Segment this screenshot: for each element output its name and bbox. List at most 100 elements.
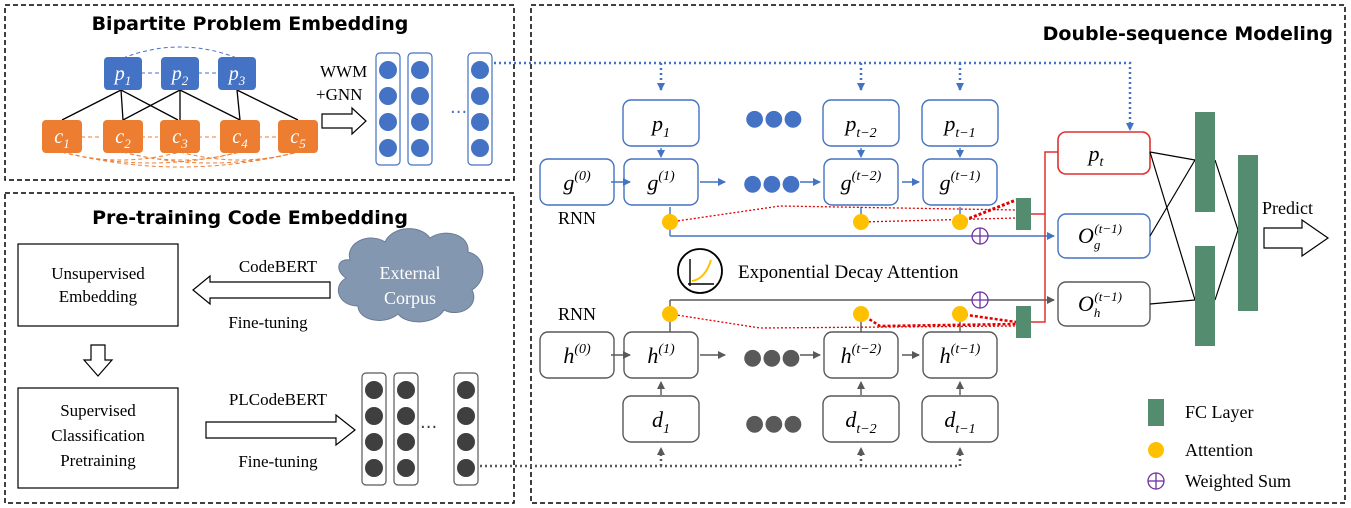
code-embedding-vectors [361,372,479,486]
attention-label: Exponential Decay Attention [738,262,959,283]
attention-dot [952,306,968,322]
h-node [823,331,899,379]
embedding-vector [361,372,387,486]
legend-attention-label: Attention [1185,440,1253,460]
attention-dot [662,306,678,322]
code-node-label: c2 [115,126,131,151]
p-label: p1 [650,111,670,141]
d-label: d1 [652,407,670,437]
unsupervised-to-supervised-arrow [82,344,114,377]
embedding-unit [471,139,489,157]
predict-label: Predict [1262,198,1313,218]
pretraining-panel [4,192,515,504]
embedding-vector [453,372,479,486]
g-node [823,158,899,206]
g-row-arrows [611,148,964,186]
d-node [822,395,900,443]
code-node-label: c1 [54,126,69,151]
double-sequence-title: Double-sequence Modeling [1043,23,1333,45]
fc-layer [1016,198,1031,230]
finetune1-label: Fine-tuning [228,313,308,332]
d-row-ellipsis: ●●● [745,411,803,436]
embedding-unit [365,381,383,399]
embedding-unit [411,113,429,131]
embedding-vector [375,52,401,166]
embedding-vector [393,372,419,486]
g-label: g(t−1) [940,169,981,195]
problem-node [104,57,142,90]
h-label: h(1) [647,342,675,368]
pretraining-title: Pre-training Code Embedding [92,207,408,229]
pt-node [1057,131,1151,175]
corpus-to-unsupervised-arrow [192,274,331,306]
unsupervised-line2: Embedding [59,287,138,306]
code-embedding-feed [480,447,964,468]
exponential-decay-icon [677,248,723,294]
embedding-unit [411,61,429,79]
p-node [622,99,700,147]
legend-fc-label: FC Layer [1185,402,1253,422]
wwm-label: WWM [320,62,367,81]
problem-node-label: p2 [170,63,189,88]
p-node [822,99,900,147]
finetune2-label: Fine-tuning [238,452,318,471]
code-node-label: c3 [172,126,188,151]
p-node [921,99,999,147]
code-node [103,120,143,153]
legend-weighted-sum-icon [1147,472,1165,490]
embedding-unit [379,139,397,157]
legend: FC Layer Attention Weighted Sum [1147,399,1291,491]
d-label: dt−1 [944,407,975,437]
embedding-unit [397,433,415,451]
embedding-unit [457,407,475,425]
embedding-unit [397,407,415,425]
g-label: g(1) [647,169,675,195]
supervised-line1: Supervised [60,401,136,420]
plcodebert-label: PLCodeBERT [229,390,328,409]
supervised-pretraining-box [17,387,179,489]
d-node [622,395,700,443]
supervised-to-code-embedding-arrow [205,413,356,447]
p-label: pt−1 [942,111,975,141]
g-node [922,158,998,206]
top-attention-lines [669,198,1055,240]
attention-dot [853,214,869,230]
fc-layer [1195,112,1215,212]
predict-arrow [1263,218,1330,258]
embedding-vector [407,52,433,166]
code-node-label: c5 [290,126,306,151]
embedding-unit [411,139,429,157]
attention-dot [662,214,678,230]
gnn-label: +GNN [316,85,362,104]
g-row-ellipsis: ●●● [743,171,801,196]
fc-connections [1149,151,1239,305]
embedding-unit [411,87,429,105]
bipartite-panel [4,4,515,181]
h-row-ellipsis: ●●● [743,345,801,370]
p-label: pt−2 [843,111,876,141]
external-line1: External [380,263,441,283]
supervised-line2: Classification [51,426,145,445]
bipartite-title: Bipartite Problem Embedding [92,13,409,35]
code-node-label: c4 [232,126,248,151]
rnn-bottom-label: RNN [558,304,596,324]
pt-label: pt [1087,141,1105,170]
code-embedding-ellipsis: ··· [420,417,437,438]
oh-label: Oh(t−1) [1078,289,1122,320]
h-label: h(t−1) [940,342,981,368]
bipartite-to-embedding-arrow [321,106,367,136]
d-label: dt−2 [845,407,876,437]
external-corpus-cloud [337,228,484,323]
weighted-sum-icon [971,291,989,309]
attention-dot [952,214,968,230]
embedding-unit [471,61,489,79]
embedding-unit [397,381,415,399]
g-label: g(t−2) [841,169,882,195]
embedding-unit [397,459,415,477]
og-label: Og(t−1) [1078,221,1122,252]
problem-node-label: p3 [227,63,246,88]
embedding-unit [457,433,475,451]
embedding-unit [471,87,489,105]
bipartite-graph [61,46,299,168]
